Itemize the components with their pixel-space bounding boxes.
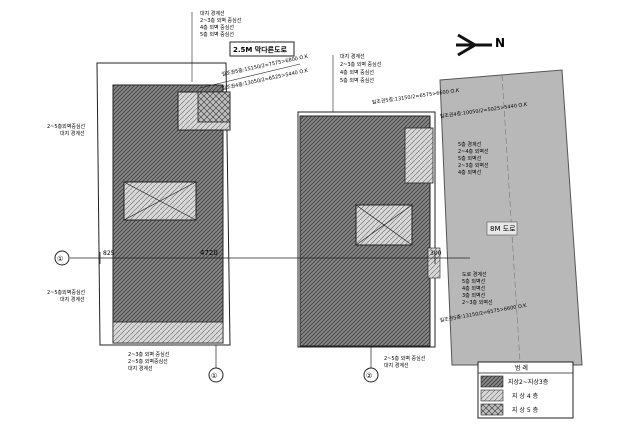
left-side-note-lower-1: 2~5층외벽중심선 xyxy=(47,289,86,296)
road-top-label-box xyxy=(229,41,295,57)
legend-item-3: 지 상 5 층 xyxy=(512,406,539,414)
section-marker-left xyxy=(54,250,70,266)
dim-4720: 4720 xyxy=(200,249,218,257)
grid-label-2: ② xyxy=(366,372,372,380)
left-top-note-2: 2~3층 외벽 중심선 xyxy=(200,17,242,24)
right-note-1-3: 5층 외벽선 xyxy=(458,155,482,162)
left-building-floor-5 xyxy=(197,91,231,123)
legend-item-1: 지상2~지상3층 xyxy=(508,378,549,386)
right-note-2-2: 5층 외벽선 xyxy=(462,278,486,285)
left-top-note-1: 대지 경계선 xyxy=(200,10,225,17)
right-note-2-1: 도로 경계선 xyxy=(462,271,487,278)
right-top-note-1: 대지 경계선 xyxy=(340,53,365,60)
left-building-bottom-strip xyxy=(112,321,224,344)
left-site-boundary xyxy=(96,62,231,346)
section-label-left: ① xyxy=(57,255,63,263)
legend: 범 례 지상2~지상3층 지 상 4 층 지 상 5 층 xyxy=(477,361,574,419)
road-top-label: 2.5M 막다른도로 xyxy=(233,45,288,54)
right-core-cross-2 xyxy=(355,204,413,246)
left-bottom-note-1: 2~3층 외벽 중심선 xyxy=(128,351,170,358)
road-right-label-box xyxy=(486,221,518,236)
right-top-note-3: 4층 외벽 중심선 xyxy=(340,69,374,76)
road-centerline xyxy=(501,74,521,363)
right-note-2-5: 2~3층 외벽선 xyxy=(462,299,493,306)
north-arrow: N xyxy=(456,33,505,57)
left-top-note-4: 5층 외벽 중심선 xyxy=(200,31,234,38)
legend-swatch-3 xyxy=(480,403,504,416)
road-area xyxy=(439,69,583,366)
left-side-note-lower-2: 대지 경계선 xyxy=(60,296,85,303)
left-side-note-upper-2: 대지 경계선 xyxy=(60,130,85,137)
right-site-boundary xyxy=(297,111,436,348)
right-top-note-4: 5층 외벽 중심선 xyxy=(340,77,374,84)
setback-line-left xyxy=(199,63,301,89)
right-note-1-5: 4층 외벽선 xyxy=(458,169,482,176)
left-side-note-upper-1: 2~5층외벽중심선 xyxy=(47,123,86,130)
right-building-floor-4 xyxy=(404,127,434,184)
right-note-2-4: 3층 외벽선 xyxy=(462,292,486,299)
left-bottom-note-3: 대지 경계선 xyxy=(128,365,153,372)
road-right-label: 8M 도로 xyxy=(490,225,516,233)
left-top-notes: 대지 경계선 2~3층 외벽 중심선 4층 외벽 중심선 5층 외벽 중심선 xyxy=(191,10,242,82)
right-note-1-4: 2~3층 외벽선 xyxy=(458,162,489,169)
right-top-notes: 대지 경계선 2~3층 외벽 중심선 4층 외벽 중심선 5층 외벽 중심선 xyxy=(332,53,382,112)
right-note-1-1: 5층 경계선 xyxy=(458,141,482,148)
legend-item-2: 지 상 4 층 xyxy=(512,392,539,400)
right-note-1-2: 2~4층 외벽선 xyxy=(458,148,489,155)
grid-marker-1 xyxy=(208,367,224,383)
right-building-notch xyxy=(427,247,441,279)
grid-label-1: ① xyxy=(211,372,217,380)
left-top-note-3: 4층 외벽 중심선 xyxy=(200,24,234,31)
legend-swatch-1 xyxy=(480,375,504,388)
right-bottom-note-2: 대지 경계선 xyxy=(384,362,409,369)
dim-300: 300 xyxy=(430,250,442,257)
right-bottom-note-1: 2~5층 외벽 중심선 xyxy=(384,355,426,362)
north-arrow-label: N xyxy=(495,36,505,50)
left-core-cross-2 xyxy=(123,181,197,221)
legend-title: 범 례 xyxy=(515,364,528,372)
right-note-2-3: 4층 외벽선 xyxy=(462,285,486,292)
grid-marker-2 xyxy=(363,367,379,383)
legend-swatch-2 xyxy=(480,389,504,402)
left-bottom-note-2: 2~5층 외벽중심선 xyxy=(128,358,168,365)
dim-825: 825 xyxy=(103,250,115,257)
right-top-note-2: 2~3층 외벽 중심선 xyxy=(340,61,382,68)
